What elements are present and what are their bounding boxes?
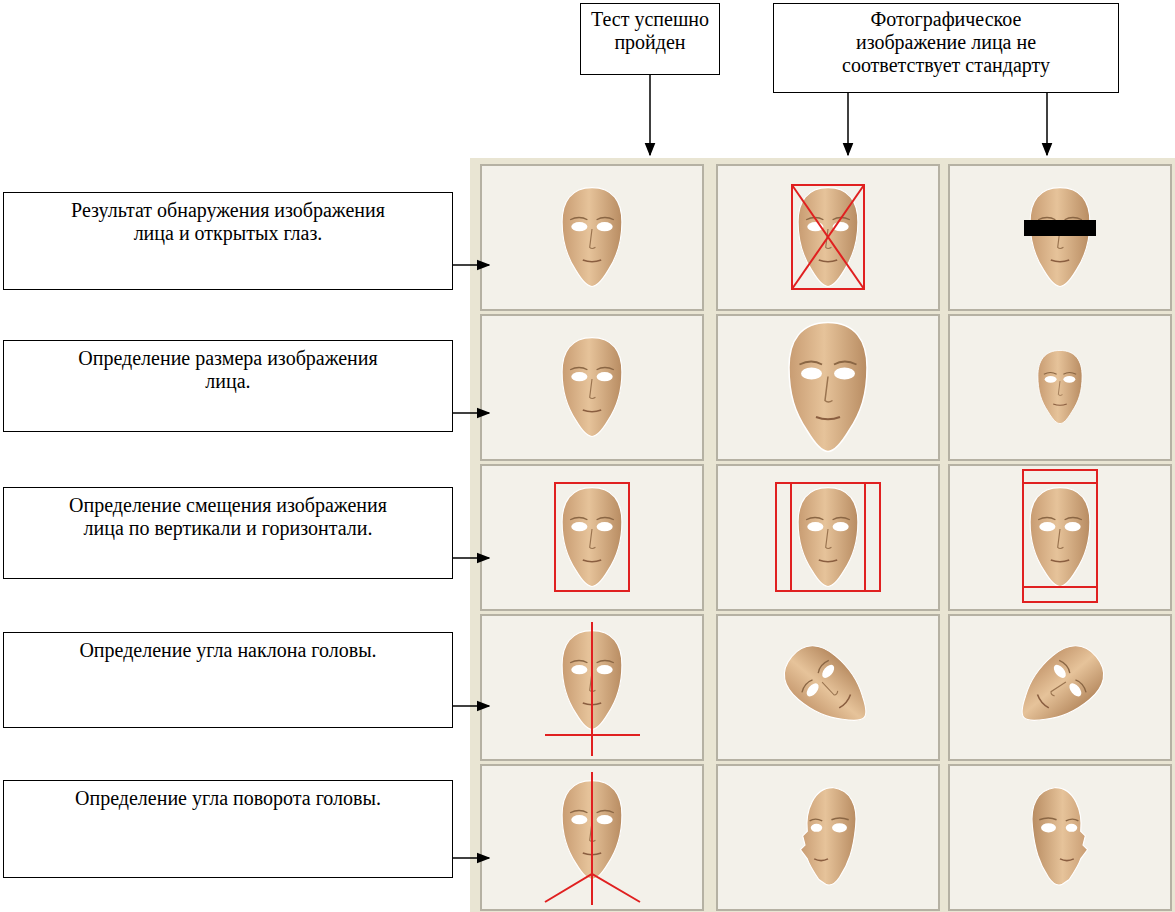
face-figure-large bbox=[789, 323, 867, 452]
position-frame bbox=[1023, 470, 1097, 602]
box-content: Результат обнаружения изображения лица и… bbox=[64, 199, 392, 245]
label-box: Определение смещения изображения лица по… bbox=[3, 487, 453, 579]
label-box: Определение угла поворота головы. bbox=[3, 780, 453, 878]
box-content: Определение смещения изображения лица по… bbox=[64, 494, 392, 540]
tilt-axes bbox=[545, 622, 640, 756]
eye-bar bbox=[1024, 220, 1096, 236]
box-label: Определение размера изображения лица. bbox=[64, 347, 392, 393]
leader-arrows bbox=[440, 60, 1047, 858]
face-figure-small bbox=[1038, 350, 1082, 423]
face-figure-turned bbox=[1032, 788, 1088, 885]
box-label: Тест успешно пройден bbox=[587, 8, 713, 54]
fail-cross bbox=[792, 185, 864, 289]
face-figure bbox=[1030, 488, 1090, 587]
label-box: Фотографическое изображение лица не соот… bbox=[773, 3, 1119, 93]
box-label: Определение смещения изображения лица по… bbox=[64, 494, 392, 540]
label-box: Результат обнаружения изображения лица и… bbox=[3, 192, 453, 290]
turn-axes bbox=[545, 772, 640, 905]
label-box: Тест успешно пройден bbox=[580, 3, 720, 75]
face-figure bbox=[1030, 188, 1090, 287]
face-figure bbox=[562, 488, 622, 587]
box-content: Определение угла поворота головы. bbox=[75, 787, 381, 810]
position-frame bbox=[776, 483, 880, 591]
panel-ground bbox=[470, 158, 1175, 912]
face-figure bbox=[562, 338, 622, 437]
box-content: Определение угла наклона головы. bbox=[79, 639, 376, 662]
label-box: Определение угла наклона головы. bbox=[3, 632, 453, 728]
box-content: Тест успешно пройден bbox=[587, 8, 713, 54]
face-figure-tilted bbox=[773, 635, 882, 740]
face-figure-turned bbox=[800, 788, 856, 885]
position-frame bbox=[555, 483, 629, 591]
label-box: Определение размера изображения лица. bbox=[3, 340, 453, 432]
face-figure-tilted bbox=[1005, 635, 1114, 740]
box-label: Результат обнаружения изображения лица и… bbox=[64, 199, 392, 245]
box-label: Фотографическое изображение лица не соот… bbox=[824, 8, 1068, 77]
grid-cells bbox=[481, 165, 1171, 910]
box-label: Определение угла наклона головы. bbox=[79, 639, 376, 662]
face-figure bbox=[798, 488, 858, 587]
box-content: Определение размера изображения лица. bbox=[64, 347, 392, 393]
face-figure bbox=[562, 188, 622, 287]
box-content: Фотографическое изображение лица не соот… bbox=[824, 8, 1068, 77]
box-label: Определение угла поворота головы. bbox=[75, 787, 381, 810]
